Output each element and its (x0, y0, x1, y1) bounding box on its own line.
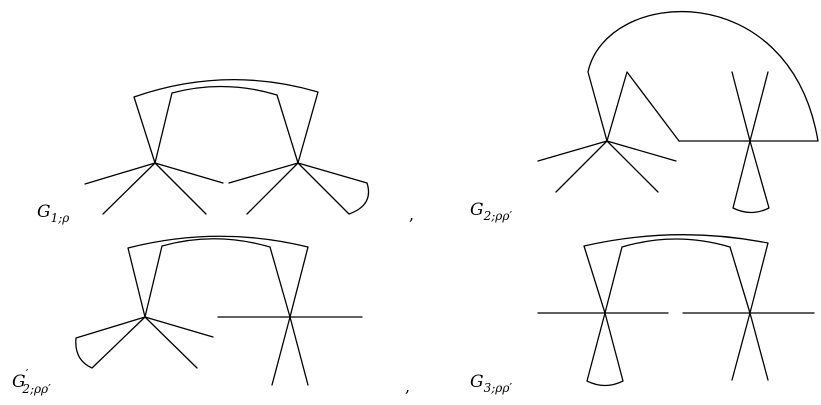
g1-inner-arc (154, 85, 299, 164)
g1-outer-arc (133, 79, 319, 164)
g1-left-leg-1 (84, 162, 156, 185)
g2-bottom-loop (732, 140, 770, 214)
label-g2-prime: G′2;ρρ′ (12, 367, 51, 396)
g1-right-leg-1 (228, 162, 299, 184)
g1-tadpole-loop (297, 162, 370, 215)
g2p-inner-arc (144, 238, 291, 318)
graph-g3 (537, 234, 815, 387)
separator-comma-top: , (409, 205, 414, 224)
g2-left-leg-2 (555, 140, 608, 193)
separator-comma-bottom: , (405, 377, 410, 396)
g2-right-leg-1 (731, 71, 751, 142)
g2-left-leg-3 (606, 140, 659, 193)
g3-outer-arc (583, 234, 769, 314)
g2p-outer-arc (127, 235, 309, 318)
g2p-right-leg-3 (289, 316, 309, 386)
graph-g2-prime (75, 235, 363, 386)
g2p-tadpole-loop (75, 316, 146, 369)
g3-inner-arc (604, 238, 751, 314)
g2p-right-leg-2 (271, 316, 291, 386)
g1-left-leg-4 (154, 162, 224, 184)
g1-right-leg-2 (246, 162, 299, 215)
g2p-left-leg-1 (144, 316, 198, 369)
g3-right-leg-1 (731, 312, 751, 381)
g2-right-leg-2 (749, 71, 769, 142)
label-g1: G1;ρ (37, 202, 69, 225)
g1-left-leg-3 (154, 162, 207, 215)
g1-left-leg-2 (102, 162, 156, 215)
g2-left-leg-1 (537, 140, 608, 162)
g3-bottom-loop (586, 312, 624, 387)
g2p-left-leg-2 (144, 316, 214, 338)
label-g2: G2;ρρ′ (470, 200, 512, 223)
label-g3: G3;ρρ′ (470, 372, 512, 395)
graph-g1 (84, 79, 370, 215)
g2-big-arc (587, 10, 819, 142)
g3-right-leg-2 (749, 312, 769, 381)
g2-left-leg-4 (606, 140, 677, 162)
g2-zigzag (606, 71, 680, 142)
graph-g2 (537, 10, 819, 214)
